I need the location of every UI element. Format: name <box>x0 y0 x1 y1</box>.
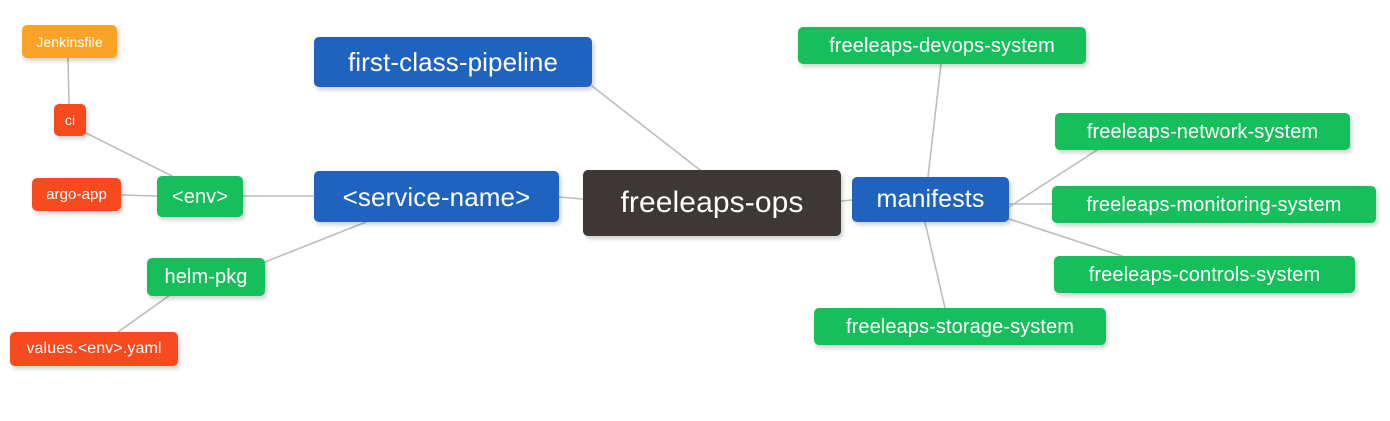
node-label-env: <env> <box>171 185 229 208</box>
node-label-freeleaps-storage-system: freeleaps-storage-system <box>845 315 1075 338</box>
node-label-service-name: <service-name> <box>342 181 531 212</box>
node-freeleaps-network-system[interactable]: freeleaps-network-system <box>1055 113 1350 150</box>
node-freeleaps-controls-system[interactable]: freeleaps-controls-system <box>1054 256 1355 293</box>
node-label-freeleaps-network-system: freeleaps-network-system <box>1086 120 1319 143</box>
node-label-values-yaml: values.<env>.yaml <box>26 340 162 357</box>
node-jenkinsfile[interactable]: Jenkinsfile <box>22 25 117 58</box>
edge-service-name-to-helm-pkg <box>264 221 367 263</box>
node-service-name[interactable]: <service-name> <box>314 171 559 222</box>
node-freeleaps-devops-system[interactable]: freeleaps-devops-system <box>798 27 1086 64</box>
node-label-helm-pkg: helm-pkg <box>164 266 248 288</box>
node-argo-app[interactable]: argo-app <box>32 178 121 211</box>
node-label-ci: ci <box>64 112 76 128</box>
edge-manifests-to-freeleaps-controls-system <box>1005 217 1123 257</box>
node-label-first-class-pipeline: first-class-pipeline <box>347 47 559 77</box>
node-manifests[interactable]: manifests <box>852 177 1009 222</box>
node-values-yaml[interactable]: values.<env>.yaml <box>10 332 178 366</box>
node-label-manifests: manifests <box>876 185 985 213</box>
node-label-argo-app: argo-app <box>46 186 107 203</box>
node-label-freeleaps-monitoring-system: freeleaps-monitoring-system <box>1086 193 1342 216</box>
node-label-freeleaps-ops: freeleaps-ops <box>620 186 804 219</box>
node-label-freeleaps-devops-system: freeleaps-devops-system <box>829 34 1055 57</box>
edge-argo-app-to-env <box>120 194 158 197</box>
node-freeleaps-monitoring-system[interactable]: freeleaps-monitoring-system <box>1052 186 1376 223</box>
edge-first-class-pipeline-to-freeleaps-ops <box>591 85 701 171</box>
node-freeleaps-ops[interactable]: freeleaps-ops <box>583 170 841 236</box>
node-label-freeleaps-controls-system: freeleaps-controls-system <box>1088 263 1321 286</box>
edge-service-name-to-freeleaps-ops <box>558 196 584 200</box>
node-first-class-pipeline[interactable]: first-class-pipeline <box>314 37 592 87</box>
edge-freeleaps-ops-to-manifests <box>840 199 853 202</box>
node-freeleaps-storage-system[interactable]: freeleaps-storage-system <box>814 308 1106 345</box>
edge-manifests-to-freeleaps-storage-system <box>924 221 946 309</box>
edge-ci-to-env <box>85 132 173 177</box>
node-ci[interactable]: ci <box>54 104 86 136</box>
edge-jenkinsfile-to-ci <box>67 57 70 105</box>
node-helm-pkg[interactable]: helm-pkg <box>147 258 265 296</box>
edge-freeleaps-devops-system-to-manifests <box>927 63 942 178</box>
node-label-jenkinsfile: Jenkinsfile <box>36 33 103 50</box>
edge-helm-pkg-to-values-yaml <box>117 294 171 333</box>
node-env[interactable]: <env> <box>157 176 243 217</box>
